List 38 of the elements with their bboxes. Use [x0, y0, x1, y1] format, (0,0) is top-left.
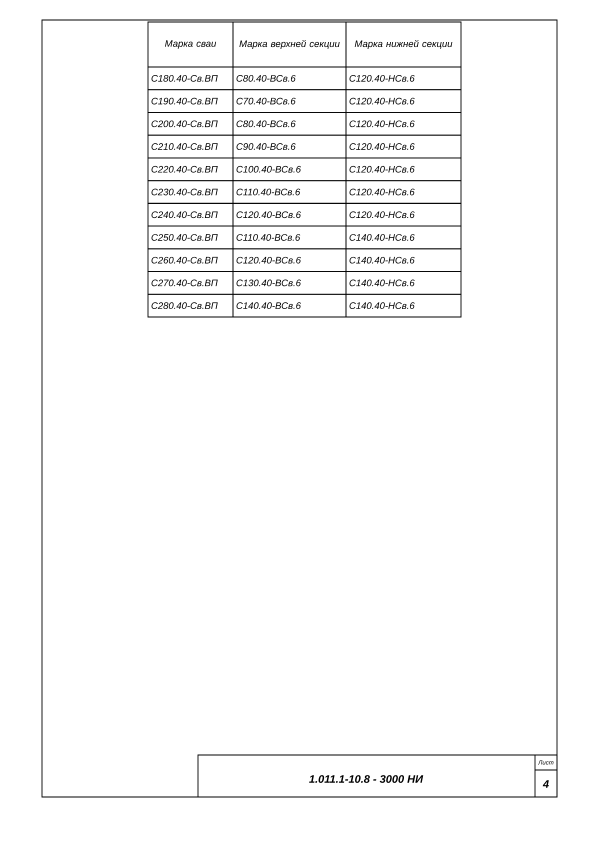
table-cell: С260.40-Св.ВП: [148, 248, 234, 272]
table-cell: С120.40-НСв.6: [346, 157, 462, 182]
table-cell: С230.40-Св.ВП: [148, 180, 234, 204]
table-cell: С220.40-Св.ВП: [148, 157, 234, 182]
document-code: 1.011.1-10.8 - 3000 НИ: [309, 775, 424, 783]
table-cell: С240.40-Св.ВП: [148, 202, 234, 227]
table-cell: С140.40-НСв.6: [346, 226, 462, 250]
header-cell: Марка сваи: [148, 22, 234, 68]
table-cell: С110.40-ВСв.6: [232, 180, 346, 204]
table-cell: С80.40-ВСв.6: [232, 66, 346, 90]
table-cell: С120.40-НСв.6: [346, 89, 462, 113]
header-cell: Марка нижней секции: [346, 22, 462, 68]
table-cell: С180.40-Св.ВП: [148, 66, 234, 90]
table-cell: С140.40-ВСв.6: [232, 294, 346, 318]
table-cell: С70.40-ВСв.6: [232, 89, 346, 113]
table-cell: С270.40-Св.ВП: [148, 271, 234, 295]
table-cell: С110.40-ВСв.6: [232, 226, 346, 250]
table-cell: С120.40-НСв.6: [346, 180, 462, 204]
table-cell: С200.40-Св.ВП: [148, 112, 234, 136]
table-cell: С90.40-ВСв.6: [232, 134, 346, 158]
table-cell: С140.40-НСв.6: [346, 294, 462, 318]
sheet-number: 4: [542, 780, 549, 788]
table-cell: С120.40-НСв.6: [346, 134, 462, 158]
table-cell: С120.40-НСв.6: [346, 202, 462, 227]
table-cell: С80.40-ВСв.6: [232, 112, 346, 136]
table-cell: С120.40-НСв.6: [346, 112, 462, 136]
table-cell: С130.40-ВСв.6: [232, 271, 346, 295]
table-cell: С120.40-НСв.6: [346, 66, 462, 90]
header-cell: Марка верхней секции: [232, 22, 346, 68]
table-cell: С140.40-НСв.6: [346, 271, 462, 295]
table-cell: С280.40-Св.ВП: [148, 294, 234, 318]
table-cell: С190.40-Св.ВП: [148, 89, 234, 113]
table-cell: С140.40-НСв.6: [346, 248, 462, 272]
table-cell: С210.40-Св.ВП: [148, 134, 234, 158]
table-cell: С100.40-ВСв.6: [232, 157, 346, 182]
table-cell: С250.40-Св.ВП: [148, 226, 234, 250]
table-cell: С120.40-ВСв.6: [232, 248, 346, 272]
table-cell: С120.40-ВСв.6: [232, 202, 346, 227]
